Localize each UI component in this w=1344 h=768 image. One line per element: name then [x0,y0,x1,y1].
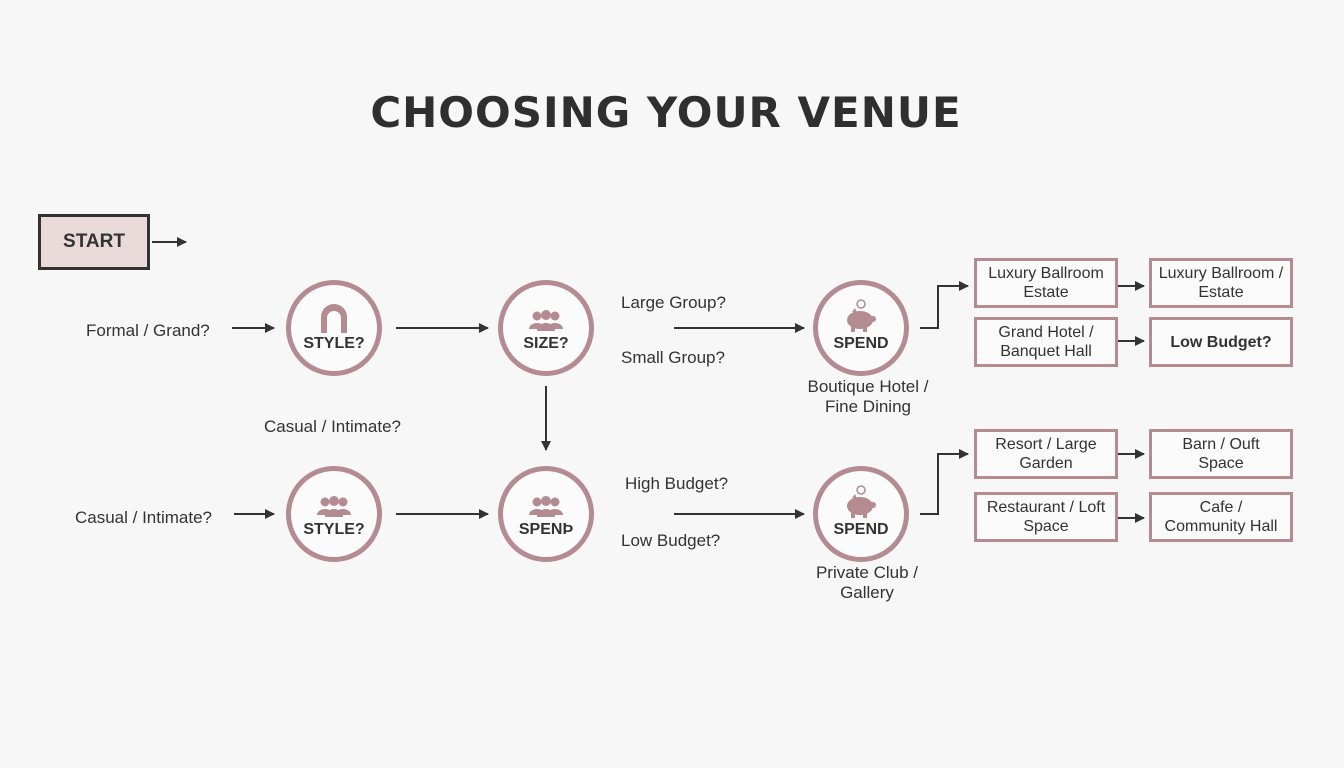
style-node-bottom: STYLE? [286,466,382,562]
venue-barn: Barn / Ouft Space [1149,429,1293,479]
piggy-bank-icon [843,299,879,333]
arrow-spend-resort [920,449,969,515]
label-formal: Formal / Grand? [86,321,210,340]
arrow-spend-luxury [920,281,969,329]
venue-grand-hotel: Grand Hotel / Banquet Hall [974,317,1118,367]
label-large-group: Large Group? [621,293,726,312]
label-casual-mid: Casual / Intimate? [264,417,402,436]
piggy-bank-icon [843,485,879,519]
spend-node-top: SPEND [813,280,909,376]
style-node-top: STYLE? [286,280,382,376]
spend-node-mid: SPENϷ [498,466,594,562]
venue-cafe-community-hall: Cafe / Community Hall [1149,492,1293,542]
label-casual-left: Casual / Intimate? [75,508,213,527]
label-private-club: Private Club / Gallery [815,563,919,602]
venue-resort-garden: Resort / Large Garden [974,429,1118,479]
group-icon [316,489,352,519]
label-small-group: Small Group? [621,348,725,367]
label-low-budget: Low Budget? [621,531,721,550]
venue-restaurant-loft: Restaurant / Loft Space [974,492,1118,542]
venue-luxury-ballroom-estate: Luxury Ballroom Estate [974,258,1118,308]
group-icon [528,303,564,333]
decision-low-budget: Low Budget? [1149,317,1293,367]
diagram-title: CHOOSING YOUR VENUE [370,88,962,137]
arch-icon [317,303,351,333]
label-high-budget: High Budget? [625,474,729,493]
spend-node-bottom: SPEND [813,466,909,562]
size-node: SIZE? [498,280,594,376]
label-boutique: Boutique Hotel / Fine Dining [807,377,929,416]
venue-luxury-ballroom-estate-2: Luxury Ballroom / Estate [1149,258,1293,308]
group-icon [528,489,564,519]
start-box: START [38,214,150,270]
